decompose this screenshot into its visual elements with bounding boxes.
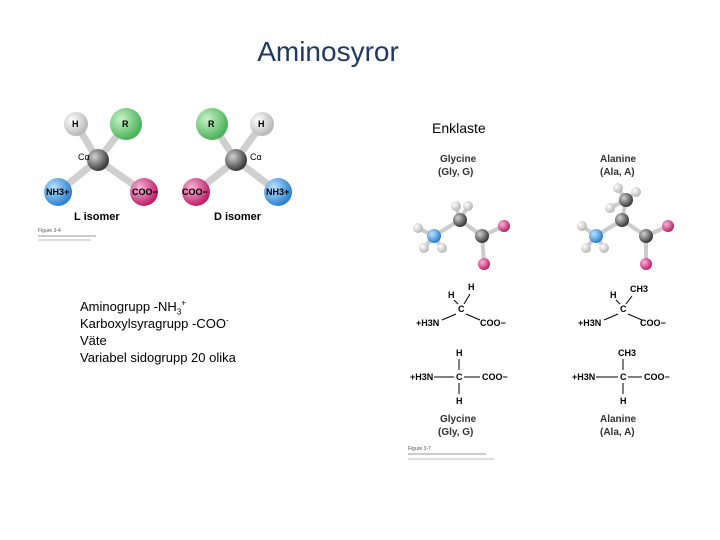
isomer-caption: Figure 3-4 [38, 228, 61, 234]
alanine-perspective-formula: H CH3 C +H3N COO− [578, 284, 666, 328]
alanine-fischer-formula: CH3 +H3N C COO− H [572, 348, 670, 406]
svg-text:H: H [456, 348, 463, 358]
bullet-amino-group: Aminogrupp -NH3+ [80, 298, 186, 317]
atom-r-label: R [122, 119, 129, 129]
alanine-name-bottom: Alanine [600, 414, 637, 425]
atom-coo-label: COO− [132, 187, 158, 197]
svg-text:+H3N: +H3N [572, 372, 595, 382]
bullet-hydrogen: Väte [80, 333, 107, 348]
isomer-figure: H R Cα NH3+ COO− L isomer R H Cα COO− NH… [38, 108, 292, 241]
alanine-name: Alanine [600, 154, 637, 165]
svg-text:H: H [456, 396, 463, 406]
atom-nh3-label: NH3+ [46, 187, 69, 197]
l-isomer-model: H R Cα NH3+ COO− L isomer [44, 108, 158, 223]
svg-text:+H3N: +H3N [578, 318, 601, 328]
l-isomer-label: L isomer [74, 211, 120, 223]
svg-text:+H3N: +H3N [410, 372, 433, 382]
svg-text:C: C [458, 304, 465, 314]
glycine-abbr-bottom: (Gly, G) [438, 427, 473, 438]
subtitle: Enklaste [432, 120, 486, 136]
alanine-abbr-bottom: (Ala, A) [600, 427, 635, 438]
alanine-abbr: (Ala, A) [600, 167, 635, 178]
d-isomer-label: D isomer [214, 211, 262, 223]
atom-coo-label: COO− [182, 187, 208, 197]
alanine-model [577, 183, 674, 270]
atom-r-label: R [208, 119, 215, 129]
amino-acid-figure: Glycine (Gly, G) Alanine (Ala, A) [408, 154, 674, 460]
svg-text:CH3: CH3 [618, 348, 636, 358]
bullet-side-chain: Variabel sidogrupp 20 olika [80, 350, 236, 365]
atom-h-label: H [72, 119, 79, 129]
svg-text:H: H [610, 290, 617, 300]
glycine-model [413, 201, 510, 270]
svg-text:C: C [456, 372, 463, 382]
atom-ca-label: Cα [250, 152, 262, 162]
svg-text:COO−: COO− [482, 372, 508, 382]
svg-text:H: H [468, 282, 475, 292]
d-isomer-model: R H Cα COO− NH3+ D isomer [182, 108, 292, 223]
svg-text:COO−: COO− [480, 318, 506, 328]
svg-text:H: H [620, 396, 627, 406]
page-title: Aminosyror [257, 36, 399, 67]
bullet-carboxyl-group: Karboxylsyragrupp -COO- [80, 315, 229, 331]
svg-text:COO−: COO− [640, 318, 666, 328]
svg-text:C: C [620, 372, 627, 382]
glycine-name: Glycine [440, 154, 477, 165]
atom-ca-label: Cα [78, 152, 90, 162]
atom-nh3-label: NH3+ [266, 187, 289, 197]
svg-text:H: H [448, 290, 455, 300]
atom-h-label: H [258, 119, 265, 129]
glycine-fischer-formula: H +H3N C COO− H [410, 348, 508, 406]
glycine-perspective-formula: H H C +H3N COO− [416, 282, 506, 328]
glycine-abbr: (Gly, G) [438, 167, 473, 178]
svg-text:+H3N: +H3N [416, 318, 439, 328]
glycine-name-bottom: Glycine [440, 414, 477, 425]
svg-text:C: C [620, 304, 627, 314]
svg-text:COO−: COO− [644, 372, 670, 382]
svg-text:CH3: CH3 [630, 284, 648, 294]
amino-caption: Figure 3-7 [408, 446, 431, 452]
bullet-list: Aminogrupp -NH3+ Karboxylsyragrupp -COO-… [80, 298, 236, 366]
